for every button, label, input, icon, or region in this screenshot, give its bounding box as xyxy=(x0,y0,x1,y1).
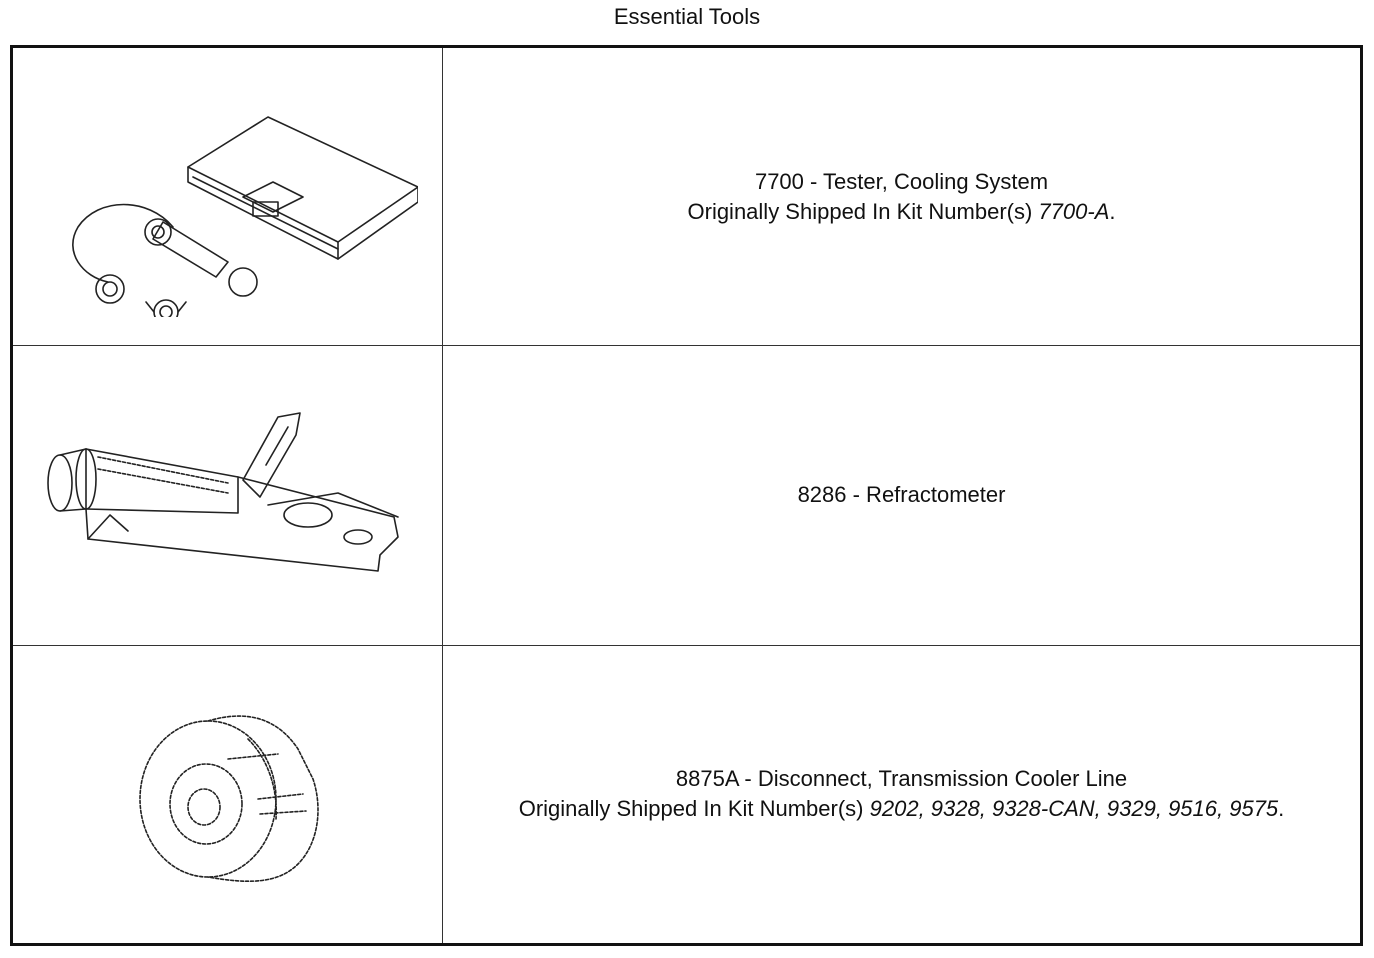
tool-image-cell xyxy=(11,45,443,347)
essential-tools-table: 7700 - Tester, Cooling System Originally… xyxy=(10,45,1363,946)
kit-numbers: 7700-A xyxy=(1038,198,1110,224)
tool-kit-line: Originally Shipped In Kit Number(s) 7700… xyxy=(443,197,1360,227)
cooling-system-tester-kit-illustration xyxy=(71,115,418,317)
kit-prefix: Originally Shipped In Kit Number(s) xyxy=(687,198,1039,224)
refractometer-illustration xyxy=(46,412,399,573)
tool-row-7700: 7700 - Tester, Cooling System Originally… xyxy=(11,45,1362,347)
tool-description-cell: 8286 - Refractometer xyxy=(442,345,1362,646)
tool-row-8286: 8286 - Refractometer xyxy=(11,345,1362,646)
kit-suffix: . xyxy=(1278,796,1285,822)
kit-prefix: Originally Shipped In Kit Number(s) xyxy=(518,796,870,822)
tool-kit-line: Originally Shipped In Kit Number(s) 9202… xyxy=(443,794,1360,824)
tool-number-and-name: 7700 - Tester, Cooling System xyxy=(754,168,1049,194)
page-title: Essential Tools xyxy=(613,4,761,29)
tool-image-cell xyxy=(11,345,443,646)
tool-number-and-name: 8875A - Disconnect, Transmission Cooler … xyxy=(675,766,1128,792)
tool-description-cell: 7700 - Tester, Cooling System Originally… xyxy=(442,45,1362,347)
tool-description-cell: 8875A - Disconnect, Transmission Cooler … xyxy=(442,644,1362,946)
kit-numbers: 9202, 9328, 9328-CAN, 9329, 9516, 9575 xyxy=(869,796,1279,822)
tool-number-and-name: 8286 - Refractometer xyxy=(797,482,1006,508)
kit-suffix: . xyxy=(1109,198,1116,224)
tool-row-8875a: 8875A - Disconnect, Transmission Cooler … xyxy=(11,644,1362,946)
cooler-line-disconnect-illustration xyxy=(138,715,319,883)
tool-image-cell xyxy=(11,644,443,946)
